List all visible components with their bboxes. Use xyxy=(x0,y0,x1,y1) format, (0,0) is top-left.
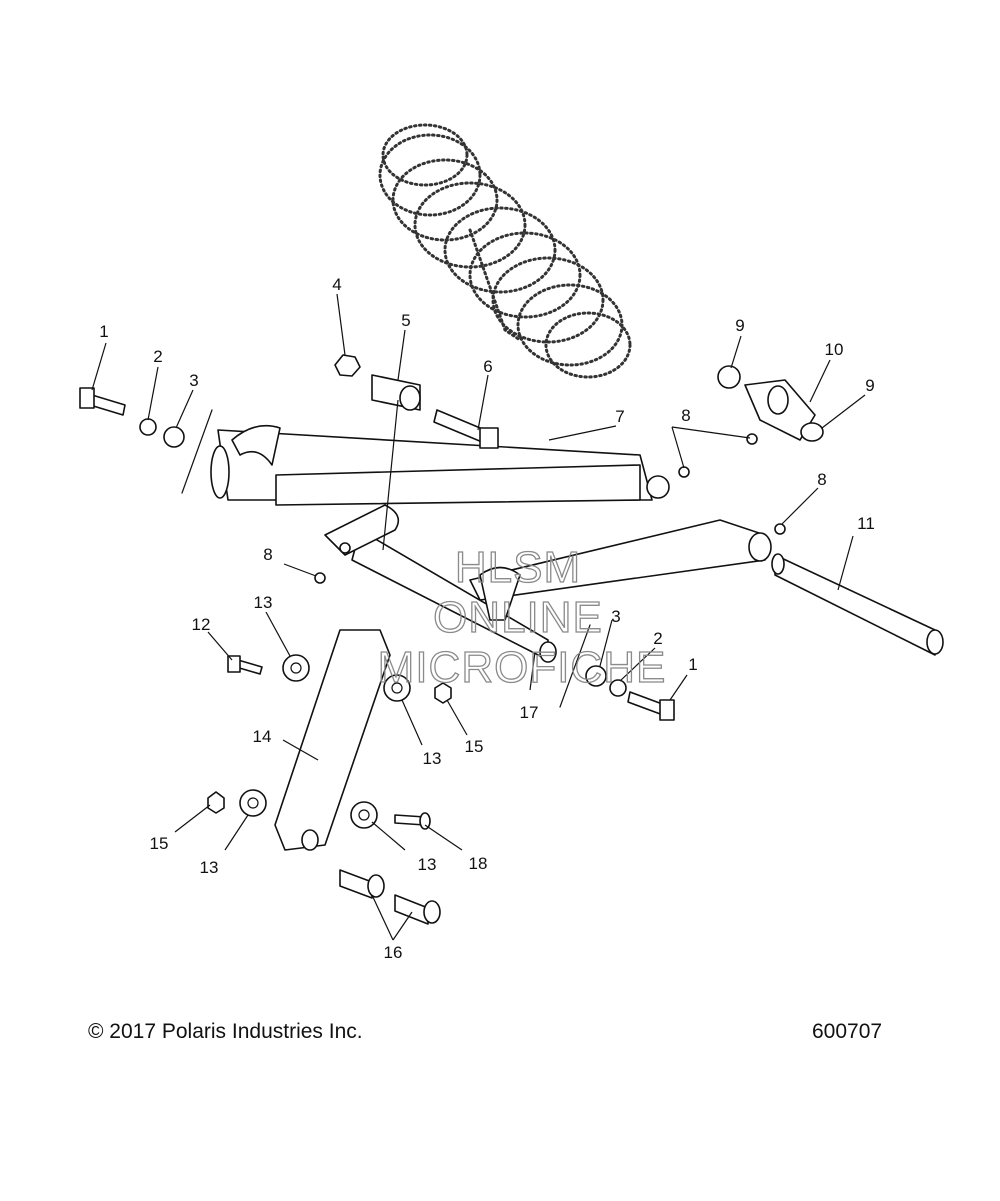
callout-11: 11 xyxy=(857,514,875,533)
callout-13-lower-left: 13 xyxy=(200,858,219,877)
washers-13 xyxy=(239,654,411,829)
callout-1-right: 1 xyxy=(688,655,697,674)
bolt-12 xyxy=(227,655,263,675)
callout-5: 5 xyxy=(401,311,410,330)
callout-7: 7 xyxy=(615,407,624,426)
callout-18: 18 xyxy=(469,854,488,873)
bushing-5 xyxy=(371,374,421,411)
break-line-right xyxy=(559,624,591,708)
break-line-left xyxy=(181,409,213,494)
lower-a-arm xyxy=(324,504,772,663)
bolt-6 xyxy=(433,409,499,449)
leader-lines xyxy=(91,293,866,941)
callout-labels: 1 2 3 4 5 6 7 8 9 10 9 8 11 8 13 12 3 2 … xyxy=(99,275,875,962)
watermark: HLSM ONLINE MICROFICHE xyxy=(377,542,667,692)
callout-6: 6 xyxy=(483,357,492,376)
washer-left-3 xyxy=(163,426,185,448)
callout-2-right: 2 xyxy=(653,629,662,648)
bushing-10-and-washers-9 xyxy=(717,365,824,442)
watermark-line-2: ONLINE xyxy=(433,593,603,642)
callout-15-lower: 15 xyxy=(150,834,169,853)
bolt-right xyxy=(627,691,675,721)
bushings-16 xyxy=(339,869,441,925)
callout-16: 16 xyxy=(384,943,403,962)
callout-3-right: 3 xyxy=(611,607,620,626)
spring-phantom xyxy=(378,123,632,379)
callout-15-upper: 15 xyxy=(465,737,484,756)
callout-8-left: 8 xyxy=(263,545,272,564)
callout-13-top: 13 xyxy=(254,593,273,612)
washer-left-2 xyxy=(139,418,157,436)
nut-15-upper xyxy=(434,682,452,704)
callout-12: 12 xyxy=(192,615,211,634)
callout-13-link-upper: 13 xyxy=(423,749,442,768)
callout-8: 8 xyxy=(681,406,690,425)
washer-right-3 xyxy=(585,665,607,687)
callout-2: 2 xyxy=(153,347,162,366)
callout-17: 17 xyxy=(520,703,539,722)
figure-number: 600707 xyxy=(812,1020,883,1043)
callout-1: 1 xyxy=(99,322,108,341)
callout-8-right: 8 xyxy=(817,470,826,489)
callout-3: 3 xyxy=(189,371,198,390)
watermark-line-1: HLSM xyxy=(455,543,581,592)
nut-15-lower xyxy=(207,791,225,814)
copyright-text: © 2017 Polaris Industries Inc. xyxy=(88,1020,363,1043)
callout-9: 9 xyxy=(735,316,744,335)
callout-14: 14 xyxy=(253,727,272,746)
grease-fitting-8 xyxy=(314,433,786,584)
link-14 xyxy=(274,629,391,851)
pin-18 xyxy=(394,812,431,830)
watermark-line-3: MICROFICHE xyxy=(378,643,667,692)
bolt-left xyxy=(79,387,126,416)
pivot-shaft xyxy=(771,553,944,656)
callout-4: 4 xyxy=(332,275,341,294)
nut-4 xyxy=(334,354,361,377)
washer-right-2 xyxy=(609,679,627,697)
callout-13-lower-right: 13 xyxy=(418,855,437,874)
upper-a-arm xyxy=(210,424,670,506)
callout-10: 10 xyxy=(825,340,844,359)
callout-9-right: 9 xyxy=(865,376,874,395)
